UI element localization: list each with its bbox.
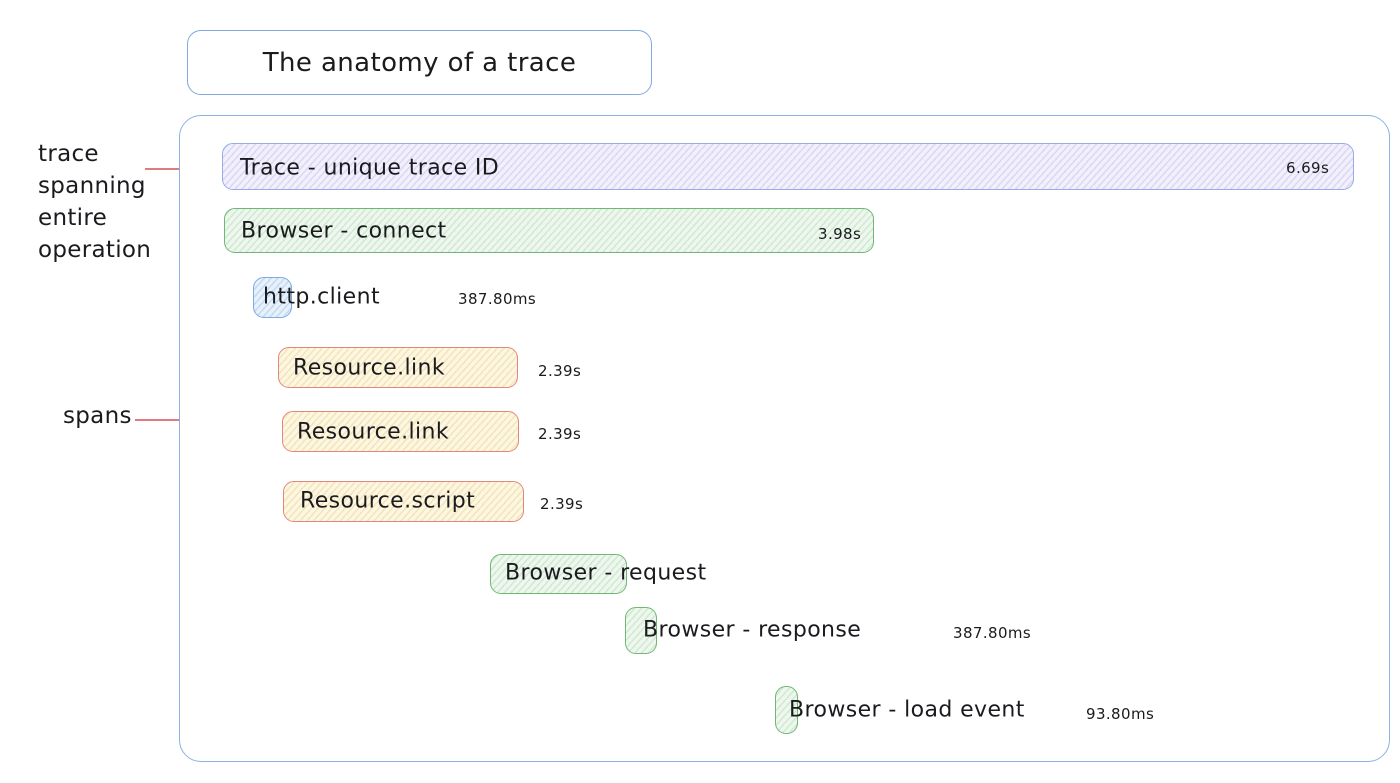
trace-bar-duration: 6.69s [1286,159,1330,177]
span-resource-script-duration: 2.39s [540,495,584,513]
span-http-client-box [253,277,292,318]
trace-annotation-label: trace spanning entire operation [38,138,151,266]
span-resource-link-1-box [278,347,518,388]
span-browser-response-duration: 387.80ms [953,624,1032,642]
span-browser-request-box [490,554,627,594]
span-browser-response-label: Browser - response [643,617,862,643]
diagram-title-box: The anatomy of a trace [187,30,652,95]
span-resource-link-2-duration: 2.39s [538,425,582,443]
span-resource-script-box [283,481,524,522]
trace-annotation-line-text: operation [38,237,152,263]
trace-annotation-line-text: trace [38,141,99,167]
span-resource-script-label: Resource.script [300,488,476,514]
span-http-client-duration: 387.80ms [458,290,537,308]
span-resource-link-1-label: Resource.link [293,355,445,381]
span-http-client-label: http.client [263,284,380,310]
span-browser-request-label: Browser - request [505,560,707,586]
diagram-title: The anatomy of a trace [262,47,577,78]
span-browser-connect-duration: 3.98s [818,225,862,243]
span-browser-load-event-box [775,686,798,734]
spans-annotation-label: spans [63,403,132,429]
trace-bar-box [222,143,1354,190]
span-resource-link-2-box [282,411,519,452]
span-browser-load-event-label: Browser - load event [789,697,1025,723]
trace-annotation-line-text: spanning [38,173,146,199]
spans-annotation-line [135,419,207,421]
span-browser-connect-label: Browser - connect [241,218,447,244]
span-resource-link-2-label: Resource.link [297,419,449,445]
span-browser-response-box [625,607,657,654]
span-browser-connect-box [224,208,874,253]
trace-bar-label: Trace - unique trace ID [240,155,500,181]
span-browser-load-event-duration: 93.80ms [1086,705,1155,723]
trace-annotation-line [145,168,206,170]
span-resource-link-1-duration: 2.39s [538,362,582,380]
trace-annotation-line-text: entire [38,205,108,231]
